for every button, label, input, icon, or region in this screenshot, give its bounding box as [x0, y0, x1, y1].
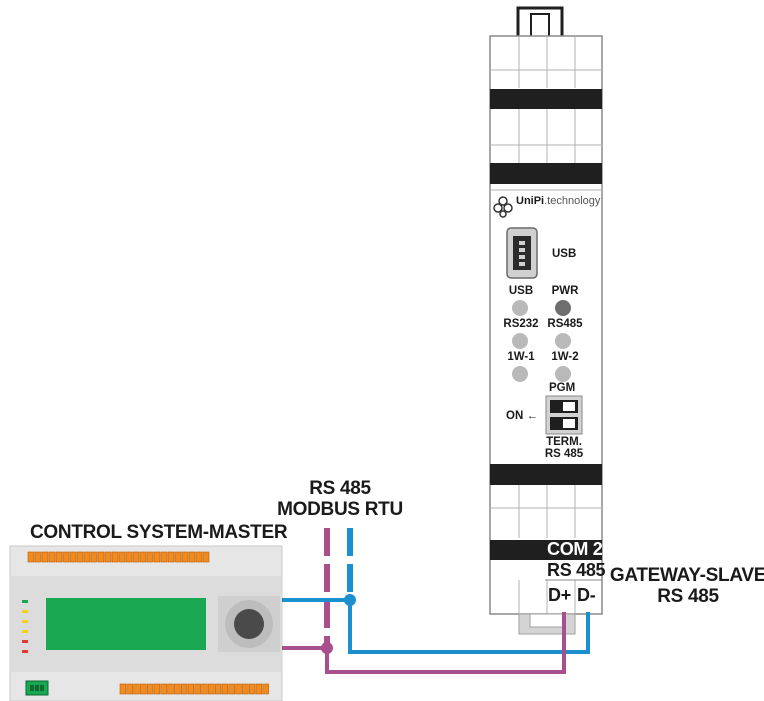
terminal-pin	[97, 551, 105, 563]
pgm-label: PGM	[549, 382, 576, 394]
terminal-pin	[139, 551, 147, 563]
terminal-pin	[262, 683, 269, 695]
terminal-pin	[118, 551, 126, 563]
terminal-pin	[90, 551, 98, 563]
brand-label: UniPi.technology	[516, 195, 600, 207]
terminal-pin	[62, 551, 70, 563]
terminal-pin	[160, 683, 167, 695]
terminal-pin	[104, 551, 112, 563]
terminal-pin	[140, 683, 147, 695]
terminal-pin	[83, 551, 91, 563]
gateway-module	[489, 6, 603, 635]
terminal-pin	[188, 551, 196, 563]
slave-label: GATEWAY-SLAVE RS 485	[606, 565, 764, 607]
com-sub-label: RS 485	[547, 560, 606, 580]
terminal-pin	[76, 551, 84, 563]
terminal-pin	[27, 551, 35, 563]
terminal-pin	[167, 551, 175, 563]
terminal-pin	[167, 683, 174, 695]
slave-label-line2: RS 485	[657, 586, 719, 607]
terminal-pin	[69, 551, 77, 563]
terminal-pin	[242, 683, 249, 695]
terminal-pin	[174, 551, 182, 563]
terminal-pin	[181, 551, 189, 563]
terminal-pin	[48, 551, 56, 563]
terminal-pin	[133, 683, 140, 695]
bus-label: RS 485 MODBUS RTU	[270, 478, 410, 520]
com-port-label: COM 2	[547, 539, 603, 559]
terminal-pin	[228, 683, 235, 695]
terminal-pin	[201, 683, 208, 695]
terminal-pin	[55, 551, 63, 563]
terminal-pin	[119, 683, 127, 695]
led-1w2	[555, 366, 571, 382]
on-text: ON	[506, 410, 524, 422]
blue-junction-dot	[344, 594, 356, 606]
brand-suffix: .technology	[544, 195, 601, 207]
terminal-d-plus: D+	[548, 585, 571, 605]
purple-junction-dot	[321, 642, 333, 654]
terminal-pin	[195, 551, 203, 563]
led-label-usb: USB	[508, 285, 534, 297]
led-1w1	[512, 366, 528, 382]
led-label-1w2: 1W-2	[551, 351, 579, 363]
bus-label-line1: RS 485	[309, 478, 371, 499]
terminal-pin	[153, 551, 161, 563]
terminal-pin	[41, 551, 49, 563]
terminal-pin	[248, 683, 256, 695]
led-label-rs232: RS232	[503, 318, 539, 330]
terminal-d-minus: D-	[577, 585, 596, 605]
terminal-pin	[202, 551, 210, 563]
master-bottom-terminal-strip	[119, 683, 269, 695]
terminal-pin	[34, 551, 42, 563]
master-top-terminal-strip	[27, 551, 210, 563]
led-label-pwr: PWR	[551, 285, 579, 297]
led-label-1w1: 1W-1	[507, 351, 535, 363]
terminal-pin	[235, 683, 242, 695]
led-rs485	[555, 333, 571, 349]
terminal-pin	[160, 551, 168, 563]
terminal-pin	[180, 683, 188, 695]
term-line2: RS 485	[544, 448, 584, 460]
terminal-pin	[221, 683, 229, 695]
led-rs232	[512, 333, 528, 349]
terminal-pin	[126, 683, 133, 695]
led-usb	[512, 300, 528, 316]
terminal-pin	[214, 683, 222, 695]
terminal-pin	[208, 683, 215, 695]
terminal-pin	[187, 683, 195, 695]
on-label: ON ←	[506, 410, 538, 422]
slave-label-line1: GATEWAY-SLAVE	[609, 565, 764, 586]
led-label-rs485: RS485	[547, 318, 583, 330]
term-label: TERM. RS 485	[541, 436, 587, 460]
terminal-pin	[194, 683, 201, 695]
terminal-pin	[153, 683, 161, 695]
terminal-pin	[125, 551, 133, 563]
usb-port-label: USB	[552, 248, 577, 260]
led-pwr	[555, 300, 571, 316]
term-line1: TERM.	[546, 436, 582, 448]
terminal-pin	[111, 551, 119, 563]
terminal-pin	[146, 551, 154, 563]
bus-label-line2: MODBUS RTU	[277, 499, 403, 520]
terminal-pin	[146, 683, 154, 695]
unipi-logo-icon	[493, 196, 513, 218]
bus-wires	[282, 528, 590, 674]
terminal-pin	[255, 683, 263, 695]
terminal-pin	[174, 683, 181, 695]
master-plc	[9, 545, 283, 701]
brand-name: UniPi	[516, 195, 545, 207]
master-label: CONTROL SYSTEM-MASTER	[30, 522, 288, 543]
arrow-left-icon: ←	[526, 410, 538, 422]
terminal-pin	[132, 551, 140, 563]
